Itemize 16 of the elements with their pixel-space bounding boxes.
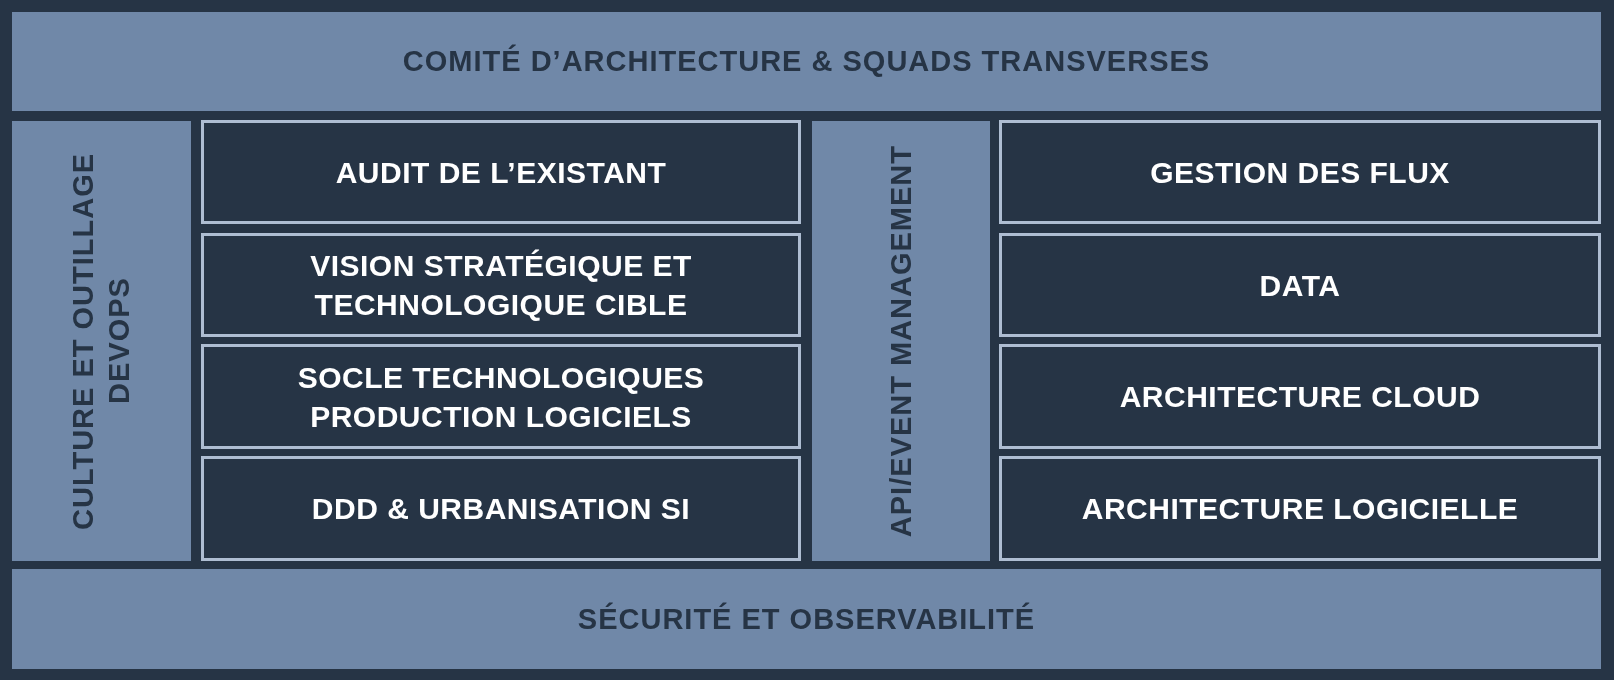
footer-band — [12, 569, 1601, 669]
header-band — [12, 12, 1601, 111]
panel-title: CULTURE ET OUTILLAGE DEVOPS — [66, 151, 137, 532]
topic-box: VISION STRATÉGIQUE ET TECHNOLOGIQUE CIBLE — [201, 233, 801, 337]
topic-box: ARCHITECTURE LOGICIELLE — [999, 456, 1601, 561]
topic-box: SOCLE TECHNOLOGIQUES PRODUCTION LOGICIELS — [201, 344, 801, 449]
side-panel — [812, 121, 990, 561]
topic-box: GESTION DES FLUX — [999, 120, 1601, 224]
band-title: SÉCURITÉ ET OBSERVABILITÉ — [577, 602, 1036, 636]
topic-box: DATA — [999, 233, 1601, 337]
side-panel — [12, 121, 191, 561]
topic-box: DDD & URBANISATION SI — [201, 456, 801, 561]
topic-box: AUDIT DE L’EXISTANT — [201, 120, 801, 224]
topic-box: ARCHITECTURE CLOUD — [999, 344, 1601, 449]
band-title: COMITÉ D’ARCHITECTURE & SQUADS TRANSVERSES — [402, 45, 1211, 78]
panel-title: API/EVENT MANAGEMENT — [883, 144, 918, 538]
